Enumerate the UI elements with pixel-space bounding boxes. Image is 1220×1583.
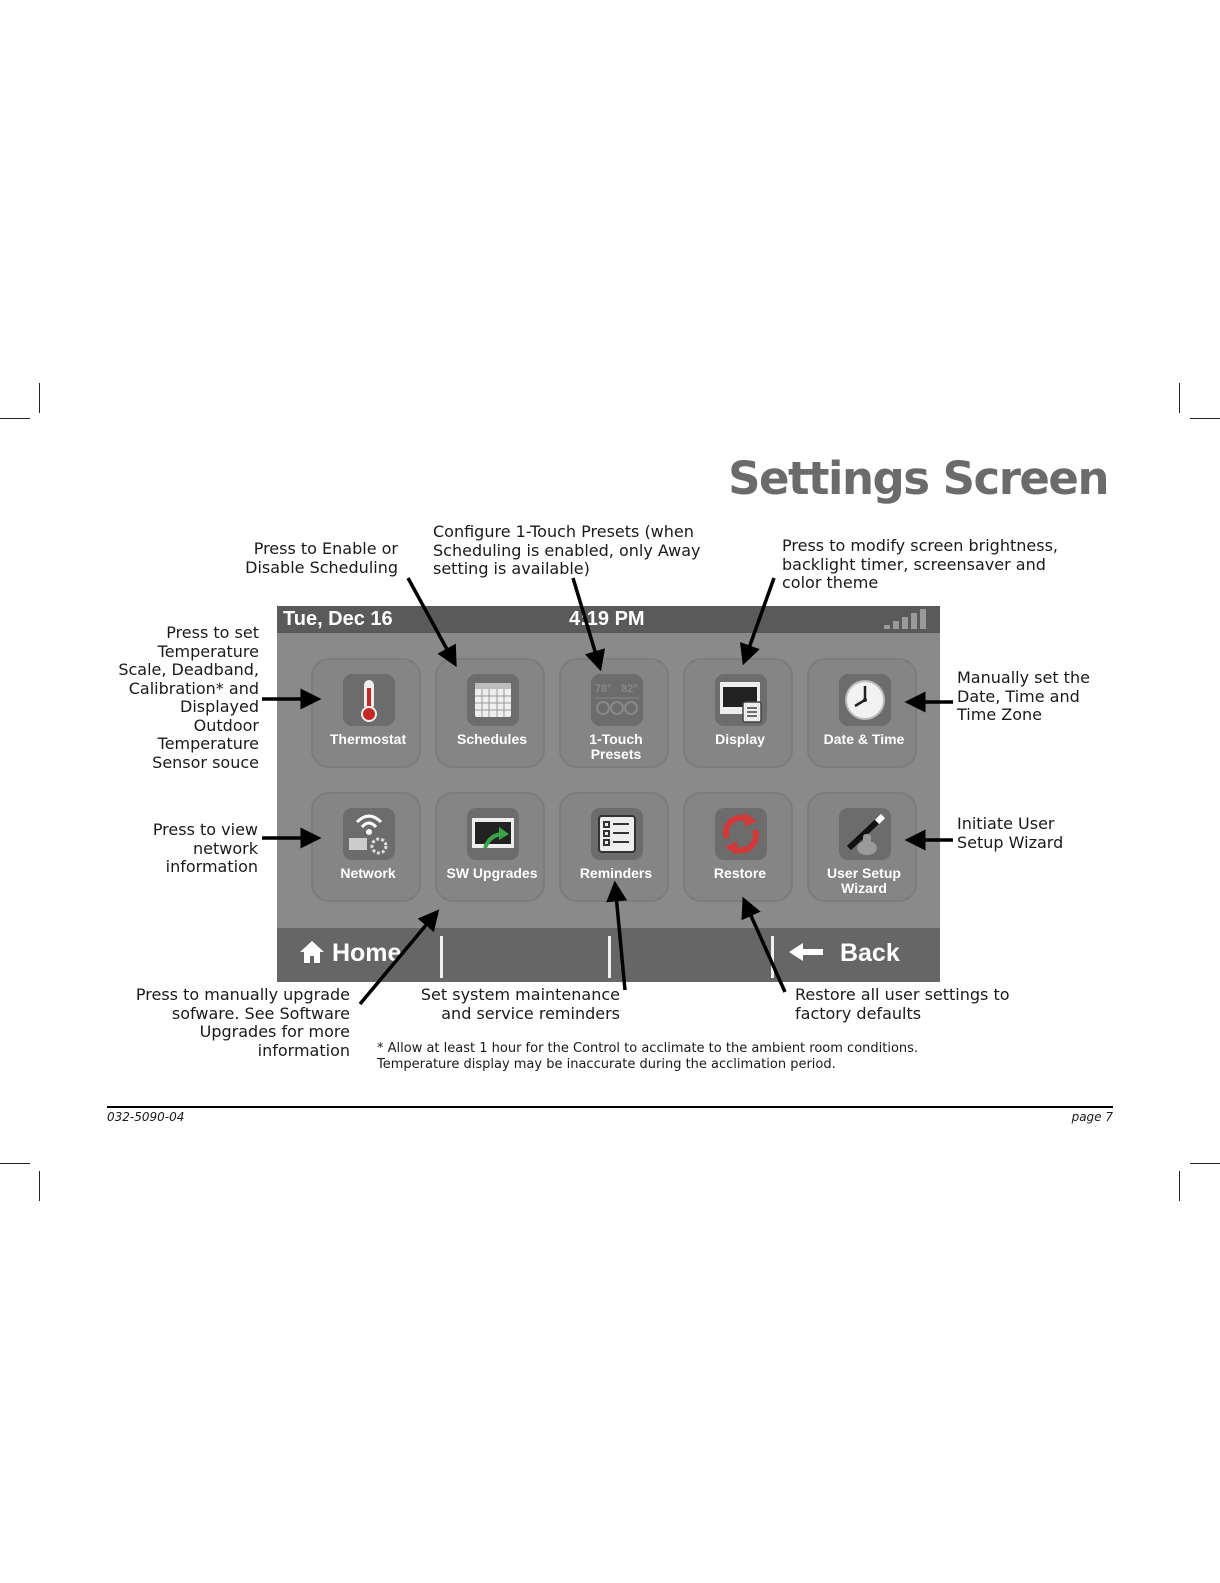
annotation-datetime: Manually set the Date, Time and Time Zon…	[957, 668, 1090, 724]
tile-reminders[interactable]: Reminders	[559, 792, 669, 902]
crop-mark	[1190, 1163, 1220, 1164]
presets-icon: 78° 82°	[591, 674, 643, 726]
annotation-presets: Configure 1-Touch Presets (when Scheduli…	[433, 522, 701, 578]
tile-label: Schedules	[456, 731, 528, 747]
annotation-reminders: Set system maintenance and service remin…	[420, 985, 620, 1023]
tile-date-time[interactable]: Date & Time	[807, 658, 917, 768]
thermometer-icon	[343, 674, 395, 726]
back-button[interactable]: Back	[789, 939, 900, 968]
doc-number: 032-5090-04	[107, 1110, 185, 1124]
tile-label: Display	[715, 731, 765, 747]
tile-1-touch-presets[interactable]: 78° 82° 1-Touch Presets	[559, 658, 669, 768]
restore-icon	[715, 808, 767, 860]
status-time: 4:19 PM	[569, 608, 645, 630]
preset-temp-2: 82°	[621, 683, 638, 695]
thermostat-screen: Tue, Dec 16 4:19 PM Thermostat	[277, 606, 940, 982]
tile-user-setup-wizard[interactable]: User Setup Wizard	[807, 792, 917, 902]
home-label: Home	[331, 939, 402, 967]
tile-label: User Setup Wizard	[827, 865, 901, 896]
upgrade-icon	[467, 808, 519, 860]
annotation-scheduling: Press to Enable or Disable Scheduling	[245, 539, 398, 577]
tile-label: Restore	[713, 865, 767, 881]
tile-sw-upgrades[interactable]: SW Upgrades	[435, 792, 545, 902]
home-button[interactable]: Home	[299, 939, 401, 968]
annotation-wizard: Initiate User Setup Wizard	[957, 814, 1064, 852]
tile-label: SW Upgrades	[446, 865, 538, 881]
crop-mark	[1179, 383, 1180, 413]
nav-divider	[440, 936, 443, 978]
nav-bar: Home Back	[277, 928, 940, 982]
tile-display[interactable]: Display	[683, 658, 793, 768]
tile-label: 1-Touch Presets	[589, 731, 643, 762]
calendar-icon	[467, 674, 519, 726]
tile-schedules[interactable]: Schedules	[435, 658, 545, 768]
page-title: Settings Screen	[728, 452, 1109, 505]
tile-label: Network	[340, 865, 396, 881]
tile-restore[interactable]: Restore	[683, 792, 793, 902]
footnote: * Allow at least 1 hour for the Control …	[377, 1041, 919, 1072]
home-icon	[300, 941, 324, 963]
back-label: Back	[839, 939, 900, 967]
annotation-upgrades: Press to manually upgrade sofware. See S…	[135, 985, 350, 1060]
crop-mark	[0, 418, 30, 419]
annotation-display: Press to modify screen brightness, backl…	[782, 536, 1058, 592]
tile-label: Reminders	[579, 865, 653, 881]
page-number: page 7	[1071, 1110, 1113, 1124]
display-icon	[715, 674, 767, 726]
nav-divider	[608, 936, 611, 978]
wizard-wand-icon	[839, 808, 891, 860]
tile-network[interactable]: Network	[311, 792, 421, 902]
status-date: Tue, Dec 16	[283, 608, 393, 630]
crop-mark	[39, 383, 40, 413]
nav-divider	[771, 936, 774, 978]
network-icon	[343, 808, 395, 860]
annotation-network: Press to view network information	[152, 820, 258, 876]
crop-mark	[1179, 1171, 1180, 1201]
annotation-thermostat: Press to set Temperature Scale, Deadband…	[118, 623, 259, 772]
reminders-icon	[591, 808, 643, 860]
annotation-restore: Restore all user settings to factory def…	[795, 985, 1010, 1023]
tile-label: Thermostat	[329, 731, 407, 747]
clock-icon	[839, 674, 891, 726]
signal-strength-icon	[884, 609, 926, 629]
preset-temp-1: 78°	[595, 683, 612, 695]
back-arrow-icon	[789, 943, 823, 961]
crop-mark	[0, 1163, 30, 1164]
status-bar: Tue, Dec 16 4:19 PM	[277, 606, 940, 633]
tile-thermostat[interactable]: Thermostat	[311, 658, 421, 768]
crop-mark	[1190, 418, 1220, 419]
footer-rule	[107, 1106, 1113, 1108]
crop-mark	[39, 1171, 40, 1201]
tile-label: Date & Time	[823, 731, 905, 747]
